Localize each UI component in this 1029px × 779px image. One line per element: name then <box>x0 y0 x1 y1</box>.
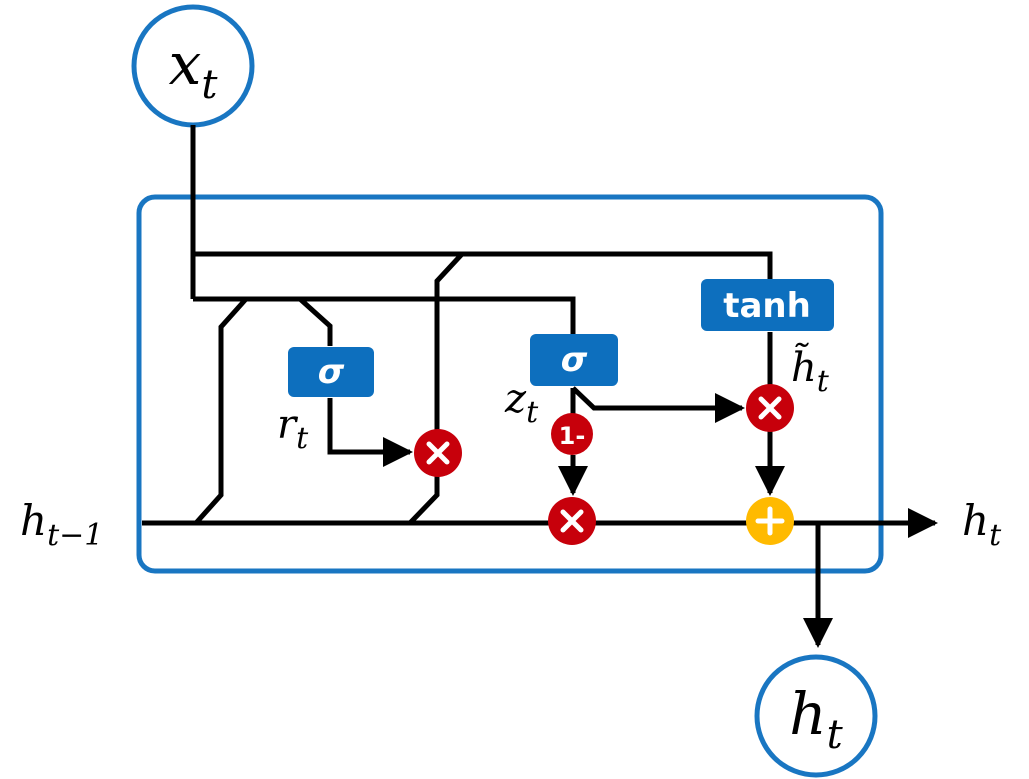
candidate-gate: tanh <box>701 279 834 331</box>
update-label: zt <box>504 376 539 430</box>
update-multiply-op <box>548 497 596 545</box>
wire-top-to-tanh <box>193 251 773 280</box>
candidate-label: h̃t <box>791 342 830 399</box>
hidden-out-label: ht <box>962 496 1002 553</box>
reset-label: rt <box>277 402 309 456</box>
wire-to-reset-gate <box>298 297 333 346</box>
wire-hprev-branch-right <box>408 252 464 525</box>
candidate-gate-box <box>701 279 834 331</box>
one-minus-label: 1- <box>559 422 586 450</box>
candidate-multiply-op <box>746 384 794 432</box>
input-node-x: xt <box>131 4 255 128</box>
wire-lower-to-update <box>193 296 576 334</box>
reset-gate-label: σ <box>318 352 345 392</box>
output-node-h: ht <box>754 654 878 778</box>
hidden-prev-label: ht−1 <box>20 496 103 553</box>
wire-update-to-cand-mult <box>571 386 745 423</box>
multiply-icon <box>560 509 584 533</box>
reset-multiply-op <box>414 429 462 477</box>
candidate-gate-label: tanh <box>723 286 811 326</box>
one-minus-op: 1- <box>551 413 593 455</box>
reset-gate: σ <box>288 347 374 397</box>
plus-icon <box>755 506 785 536</box>
wire-hprev-branch-left <box>194 297 248 525</box>
update-gate: σ <box>530 334 618 386</box>
output-label: ht <box>789 680 843 758</box>
add-op <box>746 497 794 545</box>
update-gate-label: σ <box>561 340 588 380</box>
multiply-icon <box>426 441 450 465</box>
reset-gate-box <box>288 347 374 397</box>
update-gate-box <box>530 334 618 386</box>
wire-reset-to-mult <box>327 398 413 467</box>
multiply-icon <box>758 396 782 420</box>
cell-boundary <box>136 194 884 574</box>
output-node-circle <box>754 654 878 778</box>
input-label: xt <box>169 30 219 108</box>
wires <box>142 125 938 648</box>
